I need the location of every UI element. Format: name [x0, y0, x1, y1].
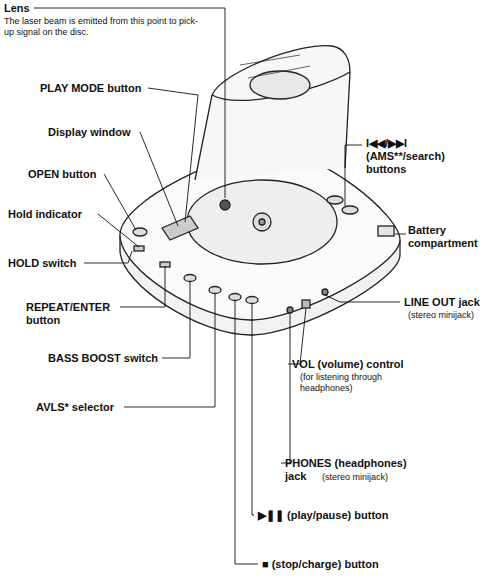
part-label: OPEN button — [28, 168, 96, 181]
part-label: REPEAT/ENTER button — [26, 301, 118, 327]
part-label: HOLD switch — [8, 257, 76, 270]
part-label: Display window — [48, 126, 131, 139]
part-label: I◀◀/▶▶I (AMS**/search) buttons — [366, 137, 478, 176]
label-note: (stereo minijack) — [322, 472, 388, 483]
part-label: AVLS* selector — [36, 401, 114, 414]
part-label: Lens — [4, 2, 30, 15]
part-label: ■ (stop/charge) button — [262, 558, 379, 571]
label-note: The laser beam is emitted from this poin… — [4, 16, 204, 38]
label-note: (for listening through headphones) — [300, 372, 422, 394]
part-label: LINE OUT jack — [404, 296, 480, 309]
label-note: (stereo minijack) — [408, 310, 474, 321]
leader-lines — [34, 8, 406, 564]
part-label: Hold indicator — [8, 208, 82, 221]
part-label: Battery compartment — [408, 224, 486, 250]
part-label: VOL (volume) control — [292, 358, 404, 371]
part-label: ▶❚❚ (play/pause) button — [258, 509, 389, 522]
part-label: BASS BOOST switch — [48, 352, 158, 365]
part-label: PLAY MODE button — [40, 82, 141, 95]
